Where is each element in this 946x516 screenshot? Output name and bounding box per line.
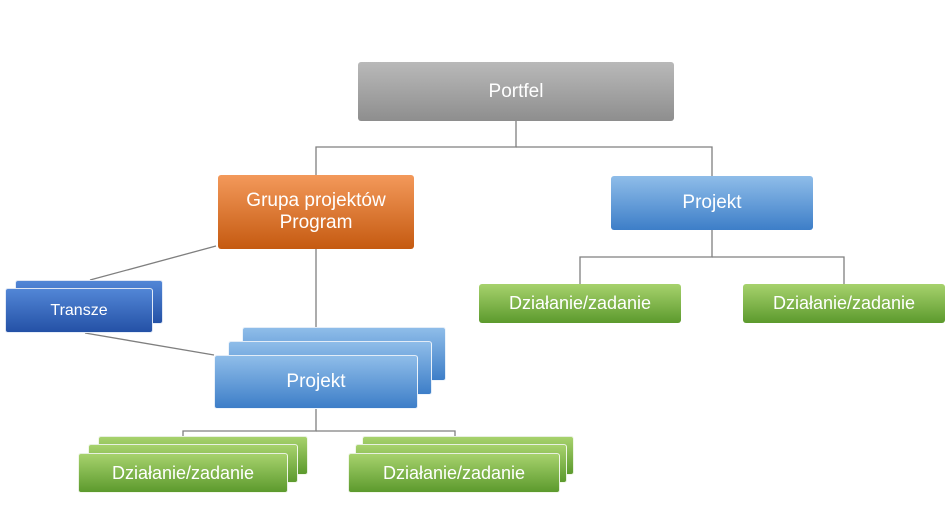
task-left-2-label: Działanie/zadanie <box>382 462 526 483</box>
project-node-right: Projekt <box>611 176 813 230</box>
tranches-label: Transze <box>50 301 108 319</box>
portfolio-label: Portfel <box>488 80 544 102</box>
program-label-line2: Program <box>279 212 353 233</box>
project-node-left: Projekt <box>214 355 418 409</box>
program-node: Grupa projektów Program <box>218 175 414 249</box>
program-label-line1: Grupa projektów <box>246 190 386 211</box>
project-right-label: Projekt <box>682 192 742 213</box>
task-node-left-2: Działanie/zadanie <box>348 453 560 493</box>
project-left-label: Projekt <box>286 371 346 392</box>
task-node-right-2: Działanie/zadanie <box>743 284 945 323</box>
task-right-2-label: Działanie/zadanie <box>772 293 916 313</box>
task-right-1-label: Działanie/zadanie <box>508 293 652 313</box>
task-node-right-1: Działanie/zadanie <box>479 284 681 323</box>
task-node-left-1: Działanie/zadanie <box>78 453 288 493</box>
tranches-node: Transze <box>5 288 153 333</box>
portfolio-node: Portfel <box>358 62 674 121</box>
task-left-1-label: Działanie/zadanie <box>111 462 255 483</box>
